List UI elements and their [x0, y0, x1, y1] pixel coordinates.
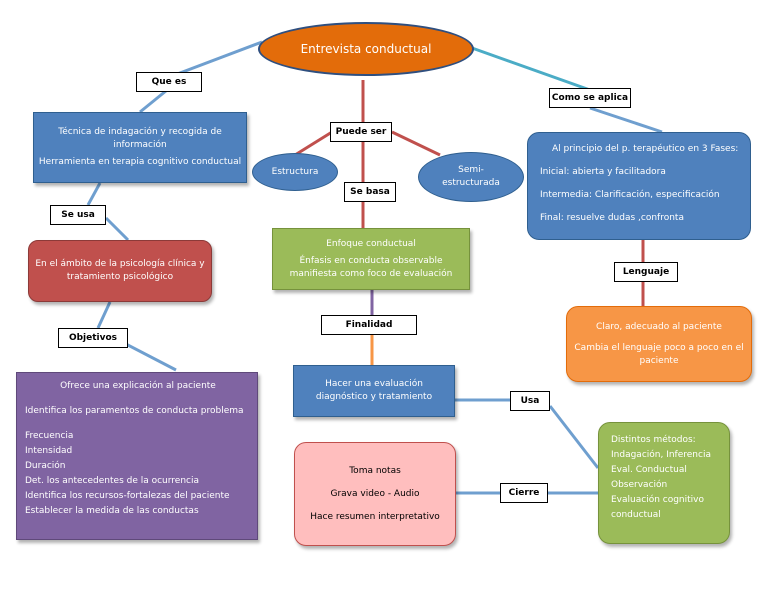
objetivos-item-1: Frecuencia: [25, 431, 74, 441]
lenguaje-line-2: Cambia el lenguaje poco a poco en el: [574, 342, 744, 353]
ambito-node: En el ámbito de la psicología clínica y …: [28, 240, 212, 302]
enfoque-node: Enfoque conductual Énfasis en conducta o…: [272, 228, 470, 290]
cierre-item-1: Grava video - Audio: [330, 488, 420, 499]
title-node: Entrevista conductual: [258, 22, 474, 76]
enfoque-title: Enfoque conductual: [326, 238, 416, 249]
fases-title: Al principio del p. terapéutico en 3 Fas…: [552, 144, 739, 154]
fases-final: Final: resuelve dudas ,confronta: [540, 213, 684, 223]
ambito-line-1: En el ámbito de la psicología clínica y: [35, 259, 205, 269]
metodos-item-0: Distintos métodos:: [611, 435, 696, 445]
cierre-item-2: Hace resumen interpretativo: [310, 511, 440, 522]
semi-line-1: Semi-: [458, 165, 484, 175]
label-finalidad: Finalidad: [321, 315, 417, 335]
label-usa: Usa: [510, 391, 550, 411]
objetivos-item-6: Establecer la medida de las conductas: [25, 506, 199, 516]
lenguaje-line-3: paciente: [639, 355, 679, 366]
title-text: Entrevista conductual: [300, 41, 432, 56]
label-puede-ser: Puede ser: [330, 122, 392, 142]
objetivos-item-2: Intensidad: [25, 446, 73, 456]
lenguaje-line-1: Claro, adecuado al paciente: [596, 321, 722, 332]
hacer-line-2: diagnóstico y tratamiento: [315, 392, 433, 402]
connector-comoSeAplica-fases: [589, 106, 663, 134]
tecnica-node: Técnica de indagación y recogida de info…: [33, 112, 247, 183]
connector-objetivos-box: [125, 342, 177, 372]
hacer-node: Hacer una evaluación diagnóstico y trata…: [293, 365, 455, 417]
cierre-item-0: Toma notas: [349, 465, 401, 476]
fases-intermedia: Intermedia: Clarificación, especificació…: [540, 190, 720, 200]
semi-line-2: estructurada: [442, 178, 500, 188]
metodos-item-5: conductual: [611, 510, 661, 520]
objetivos-item-4: Det. los antecedentes de la ocurrencia: [25, 476, 200, 486]
connector-seUsa-ambito: [104, 216, 130, 242]
label-objetivos: Objetivos: [58, 328, 128, 348]
label-se-basa: Se basa: [344, 182, 396, 202]
ambito-line-2: tratamiento psicológico: [66, 272, 174, 282]
objetivos-item-3: Duración: [25, 461, 66, 471]
metodos-node: Distintos métodos: Indagación, Inferenci…: [598, 422, 730, 544]
estructura-node: Estructura: [252, 153, 338, 191]
connector-ambito-objetivos: [96, 301, 112, 329]
semi-node: Semi- estructurada: [418, 152, 524, 202]
cierre-box-node: Toma notas Grava video - Audio Hace resu…: [294, 442, 456, 546]
metodos-item-3: Observación: [611, 480, 668, 490]
metodos-item-2: Eval. Conductual: [611, 465, 687, 475]
enfoque-line-2: manifiesta como foco de evaluación: [289, 268, 453, 279]
connector-title-comoSeAplica: [471, 46, 591, 92]
fases-node: Al principio del p. terapéutico en 3 Fas…: [527, 132, 751, 240]
label-lenguaje: Lenguaje: [614, 262, 678, 282]
label-como-se-aplica: Como se aplica: [549, 88, 631, 108]
connector-puedeSer-semi: [391, 130, 441, 157]
connector-usa-metodos: [548, 405, 600, 469]
objetivos-item-5: Identifica los recursos-fortalezas del p…: [25, 491, 230, 501]
tecnica-line-3: Herramienta en terapia cognitivo conduct…: [38, 157, 242, 167]
objetivos-box-node: Ofrece una explicación al paciente Ident…: [16, 372, 258, 540]
metodos-item-1: Indagación, Inferencia: [611, 450, 711, 460]
estructura-text: Estructura: [271, 166, 319, 177]
tecnica-line-2: información: [113, 140, 167, 150]
enfoque-line-1: Énfasis en conducta observable: [299, 255, 443, 266]
label-cierre: Cierre: [500, 483, 548, 503]
fases-inicial: Inicial: abierta y facilitadora: [540, 167, 666, 177]
metodos-item-4: Evaluación cognitivo: [611, 495, 705, 505]
label-que-es: Que es: [136, 72, 202, 92]
connector-puedeSer-estructura: [294, 130, 333, 157]
connector-tecnica-seUsa: [86, 182, 102, 206]
lenguaje-box-node: Claro, adecuado al paciente Cambia el le…: [566, 306, 752, 382]
tecnica-line-1: Técnica de indagación y recogida de: [58, 127, 222, 137]
label-se-usa: Se usa: [50, 205, 106, 225]
connector-title-queEs: [171, 40, 263, 78]
objetivos-item-0: Identifica los paramentos de conducta pr…: [25, 406, 244, 416]
hacer-line-1: Hacer una evaluación: [325, 379, 423, 389]
objetivos-title: Ofrece una explicación al paciente: [60, 381, 216, 391]
